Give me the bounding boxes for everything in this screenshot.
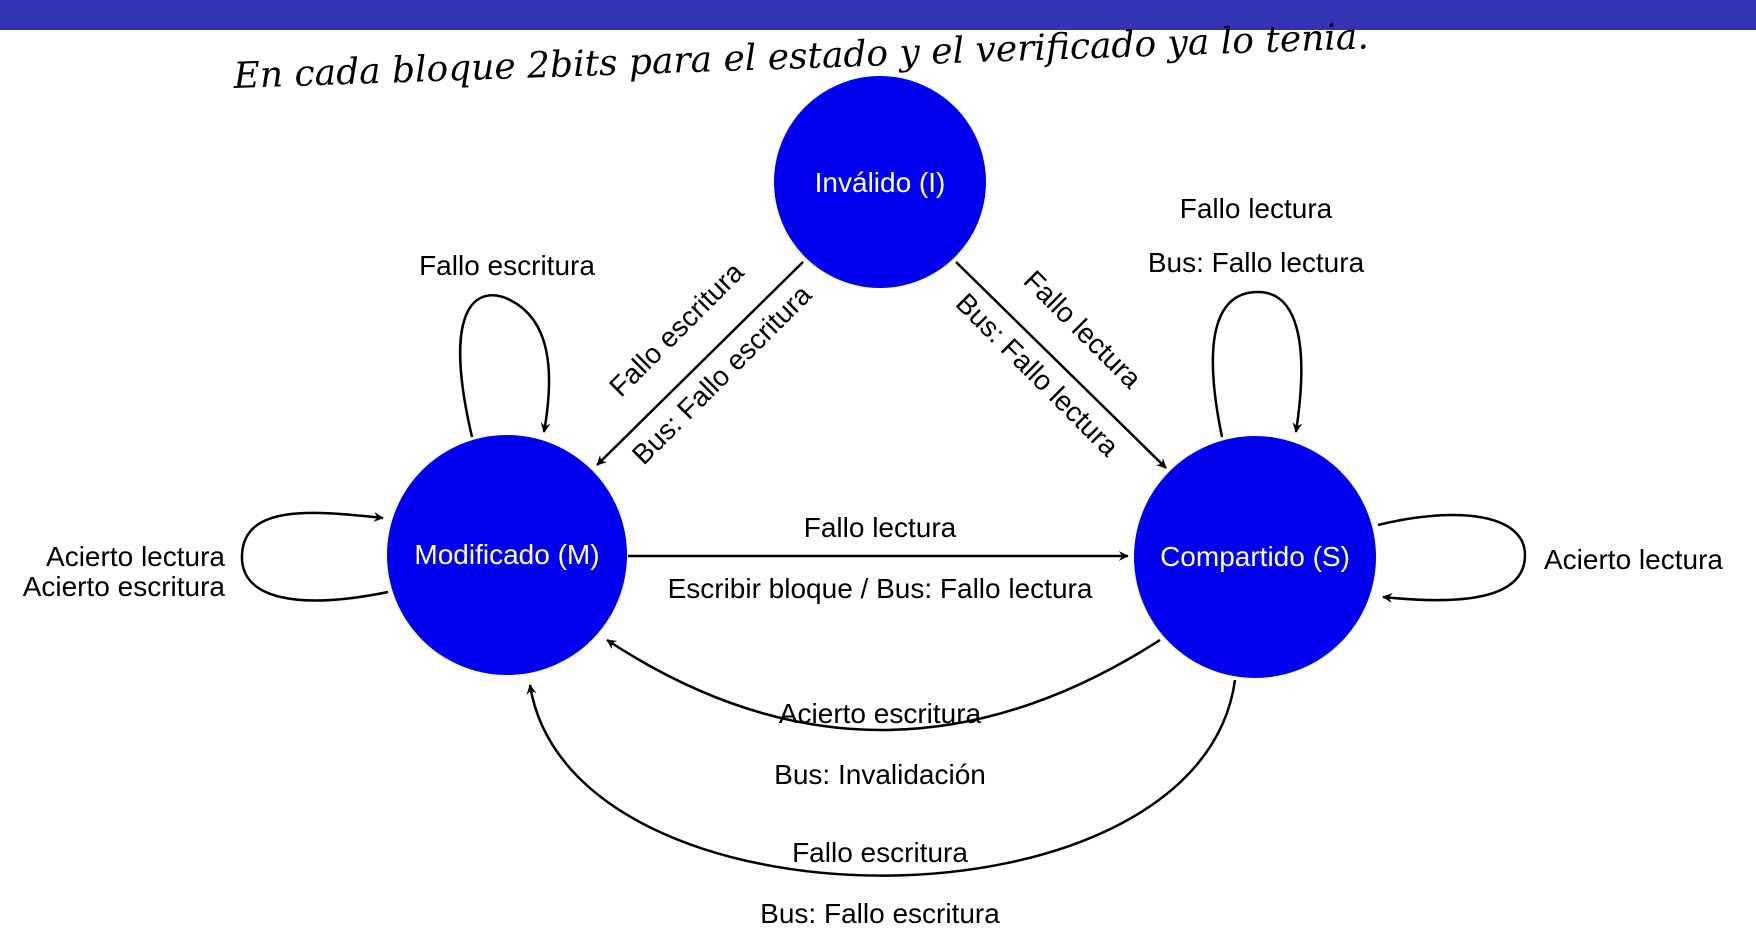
edge-modified-self-left — [240, 511, 389, 602]
label-m-self-left-1: Acierto lectura — [46, 541, 225, 572]
edge-shared-self-top — [1211, 290, 1303, 438]
label-m-self-top: Fallo escritura — [419, 250, 595, 281]
edge-invalid-to-shared — [955, 261, 1167, 469]
label-s-self-top-1: Fallo lectura — [1180, 193, 1333, 224]
edge-invalid-to-modified — [596, 261, 804, 466]
label-m-self-left-2: Acierto escritura — [23, 571, 226, 602]
label-s-to-m-outer-1: Fallo escritura — [792, 837, 968, 868]
label-i-to-m-2: Bus: Fallo escritura — [626, 279, 818, 471]
label-i-to-s-2: Bus: Fallo lectura — [950, 287, 1125, 462]
state-invalid-label: Inválido (I) — [815, 167, 946, 198]
edge-modified-self-top — [458, 294, 551, 438]
label-s-to-m-inner-2: Bus: Invalidación — [774, 759, 986, 790]
edge-shared-to-modified-inner — [606, 638, 1161, 732]
edge-shared-self-right — [1377, 513, 1527, 603]
label-s-self-top-2: Bus: Fallo lectura — [1148, 247, 1365, 278]
state-modified-label: Modificado (M) — [414, 539, 599, 570]
label-s-self-right: Acierto lectura — [1544, 544, 1723, 575]
title-banner — [0, 0, 1756, 30]
label-m-to-s-1: Fallo lectura — [804, 512, 957, 543]
state-shared: Compartido (S) — [1134, 436, 1376, 678]
label-m-to-s-2: Escribir bloque / Bus: Fallo lectura — [668, 573, 1093, 604]
state-modified: Modificado (M) — [387, 435, 627, 675]
label-s-to-m-inner-1: Acierto escritura — [779, 698, 982, 729]
handwritten-note: En cada bloque 2bits para el estado y el… — [232, 16, 1370, 97]
state-invalid: Inválido (I) — [774, 76, 986, 288]
edge-shared-to-modified-outer — [526, 679, 1237, 877]
label-s-to-m-outer-2: Bus: Fallo escritura — [760, 898, 1000, 929]
state-shared-label: Compartido (S) — [1160, 541, 1350, 572]
